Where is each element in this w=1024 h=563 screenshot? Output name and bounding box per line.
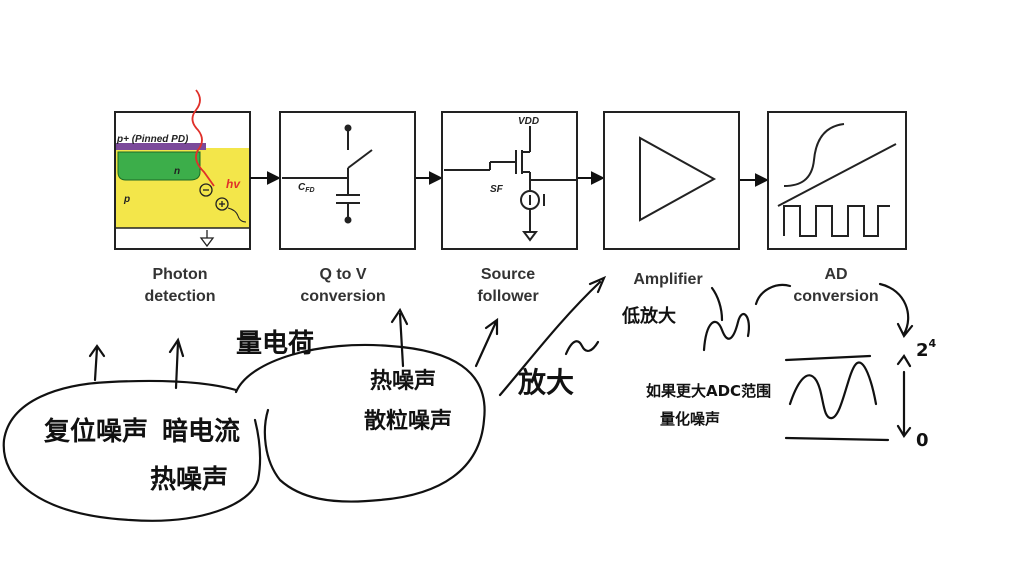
- note-exp: 4: [929, 337, 937, 350]
- handwritten-strokes: [2, 275, 914, 522]
- note-reset-noise: 复位噪声: [44, 416, 148, 447]
- source-follower-block: [441, 111, 578, 250]
- caption-photon-line1: Photon: [152, 266, 207, 283]
- note-amplify: 放大: [517, 366, 574, 399]
- sf-label: SF: [490, 184, 504, 195]
- note-low-amplify: 低放大: [621, 305, 676, 327]
- caption-amp-line1: Amplifier: [633, 271, 702, 288]
- p-region-label: p: [123, 194, 130, 205]
- caption-sf-line1: Source: [481, 266, 535, 283]
- cfd-sub: FD: [305, 187, 314, 194]
- note-thermal-noise-1: 热噪声: [150, 465, 228, 495]
- hv-label: hv: [226, 177, 241, 191]
- vdd-label: VDD: [518, 116, 539, 127]
- caption-ad-line2: conversion: [793, 288, 878, 305]
- note-shot-noise: 散粒噪声: [364, 408, 452, 434]
- cfd-label: CFD: [298, 182, 315, 194]
- amplifier-block: [603, 111, 740, 250]
- cfd-main: C: [298, 182, 306, 193]
- stage-captions: Photon detection Q to V conversion Sourc…: [144, 266, 878, 305]
- note-two-pow: 24: [916, 337, 937, 361]
- caption-qtov-line1: Q to V: [319, 266, 366, 283]
- note-dark-current: 暗电流: [162, 417, 240, 447]
- note-thermal-noise-2: 热噪声: [370, 368, 436, 394]
- ad-conversion-block: [767, 111, 907, 250]
- note-zero: 0: [916, 430, 929, 451]
- note-two: 2: [916, 340, 929, 361]
- note-charge: 量电荷: [236, 329, 314, 359]
- caption-photon-line2: detection: [144, 288, 215, 305]
- q-to-v-block: [279, 111, 416, 250]
- n-region-label: n: [174, 166, 180, 177]
- caption-qtov-line2: conversion: [300, 288, 385, 305]
- pinned-pd-label: p+ (Pinned PD): [116, 134, 189, 145]
- note-quantization-noise: 量化噪声: [660, 410, 720, 428]
- photon-detection-block: [114, 89, 251, 250]
- note-adc-range: 如果更大ADC范围: [646, 382, 771, 400]
- caption-ad-line1: AD: [824, 266, 847, 283]
- flow-arrows: [250, 171, 769, 187]
- caption-sf-line2: follower: [477, 288, 538, 305]
